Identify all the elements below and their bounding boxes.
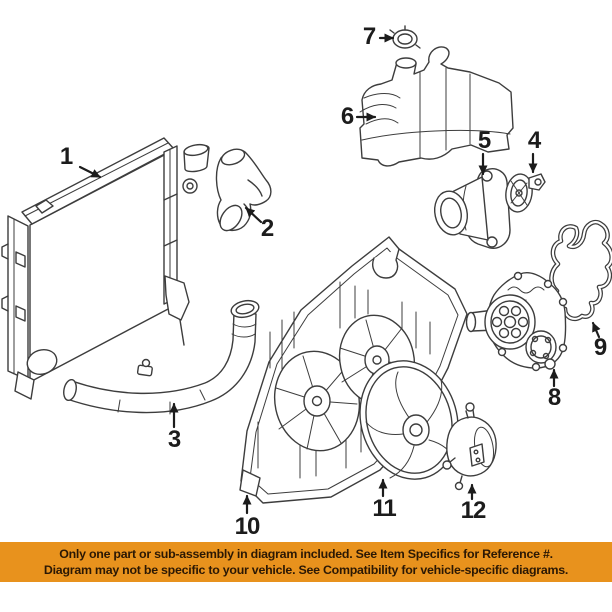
notice-line-1: Only one part or sub-assembly in diagram… [59,547,553,561]
callout-arrows [78,33,601,515]
callout-3: 3 [167,426,181,453]
callout-8: 8 [547,384,561,411]
fan-motor-illustration [442,402,497,491]
lower-radiator-hose-illustration [63,299,260,415]
callout-12: 12 [460,497,487,524]
callout-5: 5 [477,127,491,154]
callout-1: 1 [59,143,73,170]
fan-blade-illustration [359,360,459,480]
reservoir-cap-illustration [389,25,421,49]
callout-9: 9 [593,334,607,361]
cooling-system-line-art [1,25,612,515]
thermostat-illustration [505,173,546,213]
callout-11: 11 [372,495,396,522]
callout-2: 2 [260,215,274,242]
callout-6: 6 [340,103,354,130]
water-outlet-elbow-illustration [215,148,272,232]
water-pump-illustration [465,271,568,372]
fan-shroud-illustration [239,236,468,504]
notice-bar: Only one part or sub-assembly in diagram… [0,542,612,582]
callout-7: 7 [362,23,376,50]
callout-10: 10 [234,513,261,540]
radiator-illustration [1,137,210,400]
coolant-reservoir-illustration [359,46,514,167]
callout-4: 4 [527,127,541,154]
notice-line-2: Diagram may not be specific to your vehi… [43,563,569,577]
thermostat-housing-illustration [433,168,511,249]
